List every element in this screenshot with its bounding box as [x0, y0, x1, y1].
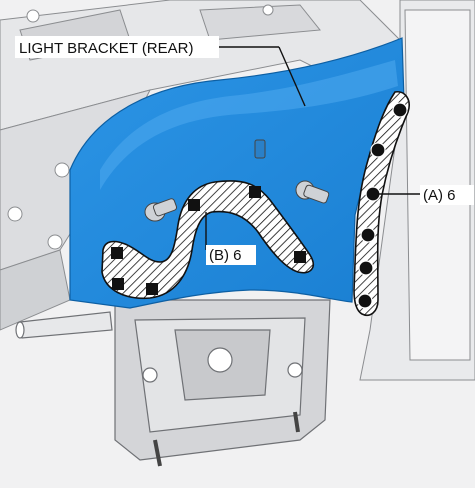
callout-b-box: (B) 6: [206, 245, 256, 265]
fastener-b-label: (B) 6: [209, 247, 242, 264]
fastener-a-3: [365, 186, 381, 202]
light-bracket-label: LIGHT BRACKET (REAR): [19, 40, 193, 57]
leader-lines: [205, 46, 420, 250]
leader-light-bracket-diag: [278, 46, 306, 107]
fastener-b-5: [249, 186, 261, 198]
fastener-a-1: [392, 102, 408, 118]
fastener-b-2: [112, 278, 124, 290]
fastener-a-label: (A) 6: [423, 187, 456, 204]
lower-mounting-plate: [15, 299, 331, 467]
hatched-area-a: [353, 90, 410, 316]
fastener-b-4: [188, 199, 200, 211]
callout-title-box: LIGHT BRACKET (REAR): [15, 36, 219, 58]
callout-a-box: (A) 6: [420, 185, 474, 205]
fastener-a-2: [370, 142, 386, 158]
fastener-a-4: [360, 227, 376, 243]
fastener-a-5: [358, 260, 374, 276]
fastener-b-3: [146, 283, 158, 295]
fastener-b-6: [294, 251, 306, 263]
fastener-group-b: [111, 186, 306, 295]
fastener-group-a: [357, 102, 408, 309]
fastener-a-6: [357, 293, 373, 309]
fastener-b-1: [111, 247, 123, 259]
hatched-area-b: [101, 180, 314, 300]
bracket-studs: [144, 139, 330, 222]
light-bracket-rear: [69, 37, 405, 309]
